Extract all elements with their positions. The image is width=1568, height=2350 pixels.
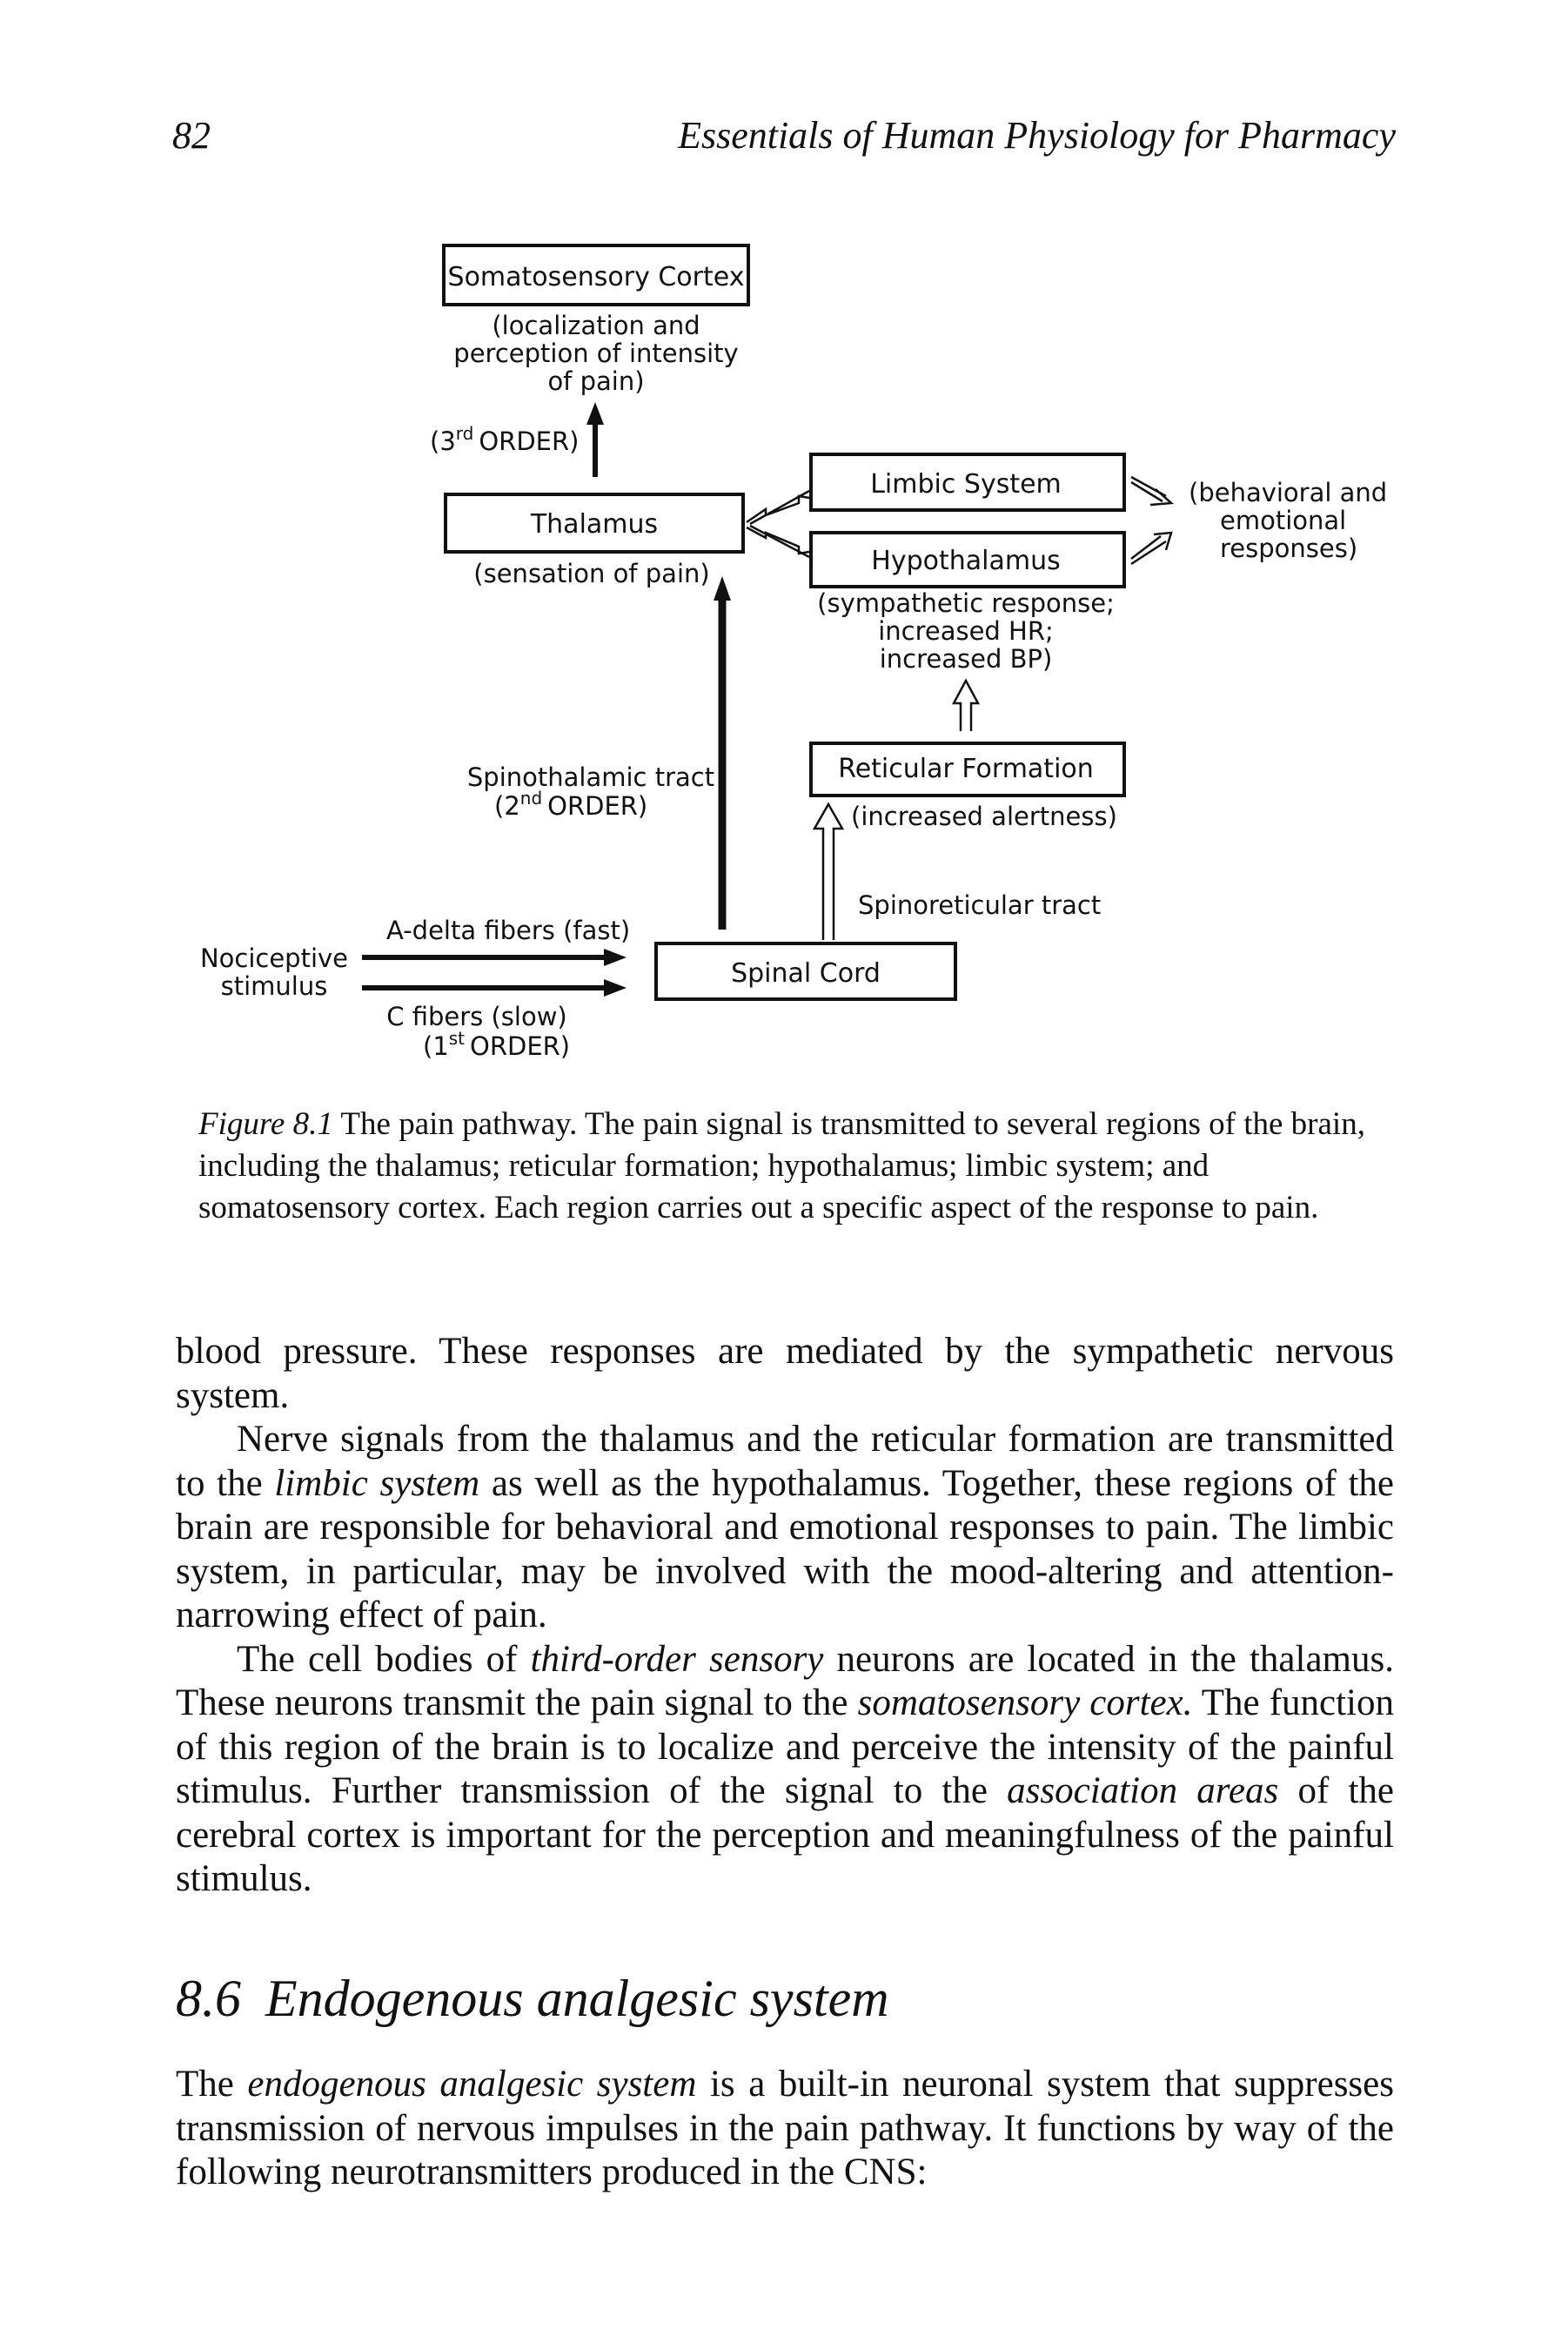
section-heading: 8.6 Endogenous analgesic system (176, 1969, 889, 2029)
reticular-description: (increased alertness) (851, 802, 1117, 831)
thalamus-label: Thalamus (530, 509, 658, 540)
behavioral-label: (behavioral and emotional responses) (1189, 478, 1387, 563)
figure-caption-text: The pain pathway. The pain signal is tra… (198, 1106, 1365, 1225)
paragraph: The cell bodies of third-order sensory n… (176, 1638, 1395, 1900)
book-title: Essentials of Human Physiology for Pharm… (678, 114, 1396, 157)
body-text: blood pressure. These responses are medi… (176, 1330, 1394, 1902)
spinoreticular-arrow (812, 802, 845, 940)
running-head: 82 Essentials of Human Physiology for Ph… (172, 113, 1396, 165)
paragraph: blood pressure. These responses are medi… (176, 1331, 1394, 1416)
section-number: 8.6 (176, 1970, 241, 2027)
a-delta-label: A-delta fibers (fast) (386, 916, 630, 945)
section-body: The endogenous analgesic system is a bui… (176, 2063, 1394, 2195)
section-title: Endogenous analgesic system (265, 1970, 889, 2027)
behavioral-arrows (1130, 475, 1175, 566)
nociceptive-label: Nociceptive stimulus (200, 943, 348, 1001)
spinal-cord-box: Spinal Cord (654, 942, 957, 1001)
thalamus-limbic-arrows (746, 489, 810, 559)
third-order-arrow (586, 402, 604, 477)
somatosensory-cortex-box: Somatosensory Cortex (442, 244, 750, 306)
paragraph: Nerve signals from the thalamus and the … (176, 1419, 1394, 1635)
limbic-system-label: Limbic System (870, 469, 1062, 500)
svg-text:(sympathetic response;: (sympathetic response; (817, 588, 1115, 618)
hypothalamus-label: Hypothalamus (871, 546, 1060, 576)
svg-text:increased HR;: increased HR; (878, 616, 1054, 646)
reticular-to-hypothalamus-arrow (951, 678, 981, 731)
svg-text:responses): responses) (1220, 534, 1357, 563)
thalamus-description: (sensation of pain) (473, 559, 709, 588)
spinothalamic-label: Spinothalamic tract (467, 762, 714, 792)
hypothalamus-box: Hypothalamus (809, 531, 1126, 588)
svg-text:(localization and: (localization and (492, 311, 700, 340)
hypothalamus-description: (sympathetic response; increased HR; inc… (817, 588, 1115, 674)
reticular-formation-label: Reticular Formation (838, 754, 1094, 784)
svg-text:perception of intensity: perception of intensity (453, 339, 738, 368)
somatosensory-description: (localization and perception of intensit… (453, 311, 738, 396)
svg-text:(behavioral and: (behavioral and (1189, 478, 1387, 507)
thalamus-box: Thalamus (444, 493, 745, 554)
spinal-cord-label: Spinal Cord (731, 958, 881, 989)
a-delta-arrow (362, 949, 627, 966)
svg-text:emotional: emotional (1220, 506, 1346, 535)
pain-pathway-diagram: Somatosensory Cortex (localization and p… (200, 244, 1387, 1061)
limbic-system-box: Limbic System (809, 453, 1126, 512)
reticular-formation-box: Reticular Formation (809, 742, 1126, 797)
svg-text:increased BP): increased BP) (880, 644, 1053, 674)
figure-caption: Figure 8.1 The pain pathway. The pain si… (198, 1104, 1370, 1229)
page-number: 82 (172, 114, 211, 157)
svg-text:stimulus: stimulus (221, 971, 328, 1001)
c-fibers-arrow (362, 979, 627, 997)
svg-text:of pain): of pain) (547, 366, 644, 396)
svg-text:Nociceptive: Nociceptive (200, 943, 348, 973)
paragraph: The endogenous analgesic system is a bui… (176, 2064, 1394, 2192)
spinoreticular-label: Spinoreticular tract (858, 890, 1101, 920)
spinothalamic-arrow (714, 576, 731, 930)
figure-label: Figure 8.1 (198, 1106, 333, 1142)
c-fibers-label: C fibers (slow) (386, 1002, 567, 1031)
somatosensory-cortex-label: Somatosensory Cortex (448, 262, 745, 292)
